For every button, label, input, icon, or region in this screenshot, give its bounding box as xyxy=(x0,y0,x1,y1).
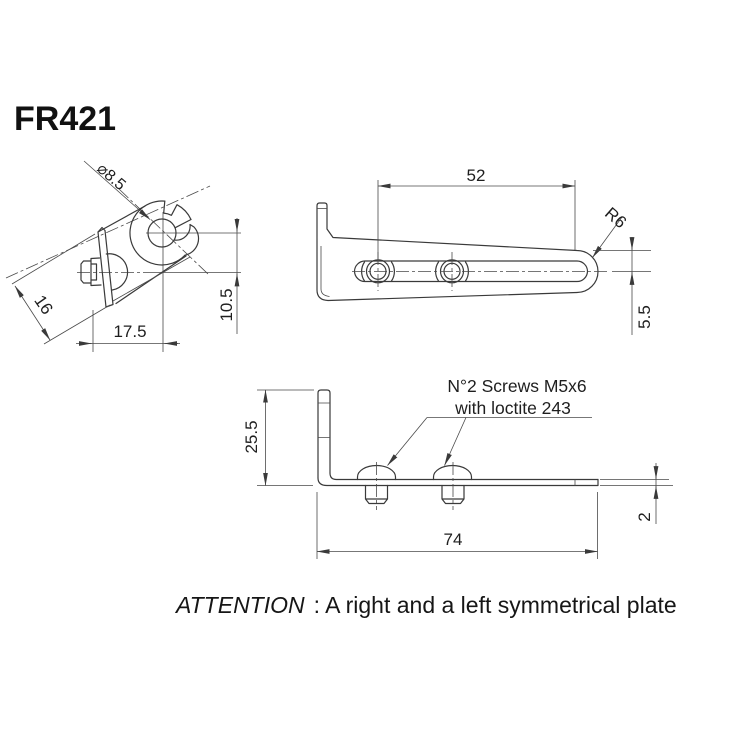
l-bracket-outline xyxy=(317,389,599,510)
dim-base-length: 74 xyxy=(316,492,598,559)
attention-text: : A right and a left symmetrical plate xyxy=(313,592,677,618)
clamp-hole xyxy=(147,218,177,248)
flange-edge xyxy=(97,226,114,308)
dim-slot-offset: 5.5 xyxy=(593,237,654,335)
dim-hole-diameter: ⌀8.5 xyxy=(83,160,151,220)
side-profile-view: 52 R6 5.5 xyxy=(316,166,654,335)
screw-note-line2: with loctite 243 xyxy=(454,398,571,418)
dim-end-radius-label: R6 xyxy=(601,204,630,233)
dim-screw-spacing: 52 xyxy=(377,166,576,261)
dim-end-radius: R6 xyxy=(592,204,630,258)
part-number-title: FR421 xyxy=(14,100,117,138)
centerline-axis xyxy=(5,185,211,279)
screw-note-line1: N°2 Screws M5x6 xyxy=(447,376,586,396)
dim-thickness: 2 xyxy=(600,463,673,524)
bolt-outline xyxy=(80,257,102,287)
dim-slot-offset-label: 5.5 xyxy=(635,305,654,329)
attention-label: ATTENTION xyxy=(176,592,305,618)
dim-bolt-offset: 10.5 xyxy=(217,218,240,334)
screw-nut-1 xyxy=(364,484,389,505)
dim-leg-height: 25.5 xyxy=(242,389,314,486)
clamp-detail-view: ⌀8.5 16 17.5 10.5 xyxy=(5,160,241,352)
note-leader-1 xyxy=(387,417,428,466)
dim-flange-width: 16 xyxy=(11,233,111,345)
screw-nut-2 xyxy=(441,484,465,505)
screw-note: N°2 Screws M5x6 with loctite 243 xyxy=(387,376,592,466)
dim-hole-diameter-label: ⌀8.5 xyxy=(93,160,128,194)
dim-bolt-offset-label: 10.5 xyxy=(217,288,236,321)
slot-outline xyxy=(353,260,589,283)
dim-base-length-label: 74 xyxy=(444,530,463,549)
screwhead-profile xyxy=(105,253,129,291)
dim-flange-width-label: 16 xyxy=(30,292,56,318)
l-bracket-view: N°2 Screws M5x6 with loctite 243 25.5 74 xyxy=(242,376,673,559)
dim-screw-spacing-label: 52 xyxy=(467,166,486,185)
screw-dome-2 xyxy=(432,464,473,481)
side-profile-outline xyxy=(316,202,608,302)
dim-hole-offset: 17.5 xyxy=(76,310,180,352)
dim-thickness-label: 2 xyxy=(635,512,654,521)
dim-leg-height-label: 25.5 xyxy=(242,420,261,453)
attention-note: ATTENTION : A right and a left symmetrica… xyxy=(176,592,677,619)
clamp-outline xyxy=(80,200,200,308)
note-leader-2 xyxy=(444,417,467,466)
dim-hole-offset-label: 17.5 xyxy=(113,322,146,341)
centerline-cross xyxy=(118,188,209,275)
